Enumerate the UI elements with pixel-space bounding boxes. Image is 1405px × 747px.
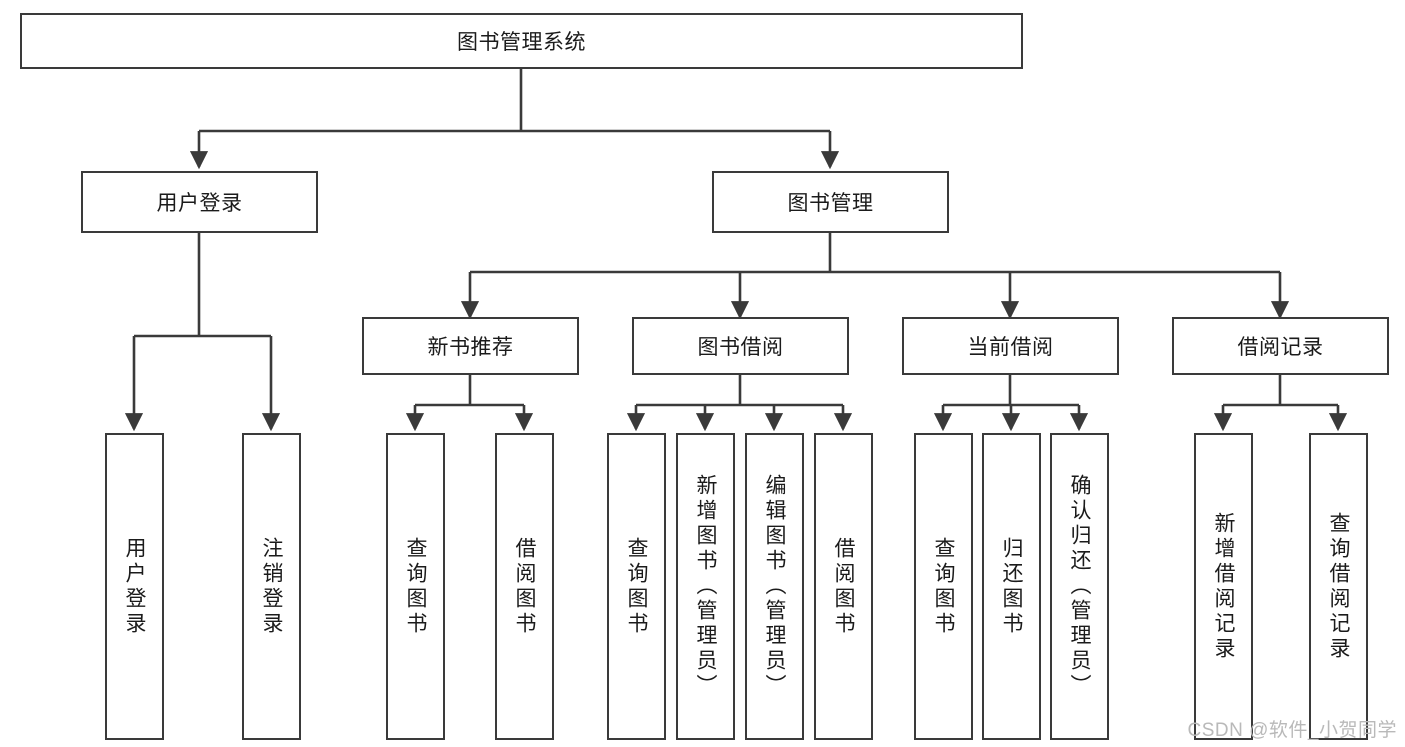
leaf-user-login[interactable]: 用户登录: [105, 433, 164, 740]
leaf-label: 新增借阅记录: [1212, 511, 1235, 662]
leaf-add-borrow-record[interactable]: 新增借阅记录: [1194, 433, 1253, 740]
node-root[interactable]: 图书管理系统: [20, 13, 1023, 69]
leaf-label: 借阅图书: [513, 536, 536, 637]
node-user-login[interactable]: 用户登录: [81, 171, 318, 233]
leaf-query-book-1[interactable]: 查询图书: [386, 433, 445, 740]
leaf-borrow-book-2[interactable]: 借阅图书: [814, 433, 873, 740]
node-new-book-recommend[interactable]: 新书推荐: [362, 317, 579, 375]
node-borrow-record[interactable]: 借阅记录: [1172, 317, 1389, 375]
leaf-label: 注销登录: [260, 536, 283, 637]
leaf-borrow-book-1[interactable]: 借阅图书: [495, 433, 554, 740]
leaf-return-book[interactable]: 归还图书: [982, 433, 1041, 740]
node-book-borrow[interactable]: 图书借阅: [632, 317, 849, 375]
leaf-label: 查询图书: [404, 536, 427, 637]
leaf-label: 查询图书: [932, 536, 955, 637]
leaf-query-book-2[interactable]: 查询图书: [607, 433, 666, 740]
node-book-management[interactable]: 图书管理: [712, 171, 949, 233]
leaf-label: 借阅图书: [832, 536, 855, 637]
leaf-query-book-3[interactable]: 查询图书: [914, 433, 973, 740]
leaf-confirm-return[interactable]: 确认归还（管理员）: [1050, 433, 1109, 740]
leaf-add-book[interactable]: 新增图书（管理员）: [676, 433, 735, 740]
leaf-label: 归还图书: [1000, 536, 1023, 637]
leaf-label: 确认归还（管理员）: [1068, 474, 1091, 699]
leaf-label: 查询图书: [625, 536, 648, 637]
leaf-query-borrow-record[interactable]: 查询借阅记录: [1309, 433, 1368, 740]
node-current-borrow[interactable]: 当前借阅: [902, 317, 1119, 375]
leaf-edit-book[interactable]: 编辑图书（管理员）: [745, 433, 804, 740]
leaf-label: 新增图书（管理员）: [694, 474, 717, 699]
leaf-logout-login[interactable]: 注销登录: [242, 433, 301, 740]
leaf-label: 用户登录: [123, 536, 146, 637]
watermark-text: CSDN @软件_小贺同学: [1187, 720, 1397, 741]
leaf-label: 查询借阅记录: [1327, 511, 1350, 662]
leaf-label: 编辑图书（管理员）: [763, 474, 786, 699]
